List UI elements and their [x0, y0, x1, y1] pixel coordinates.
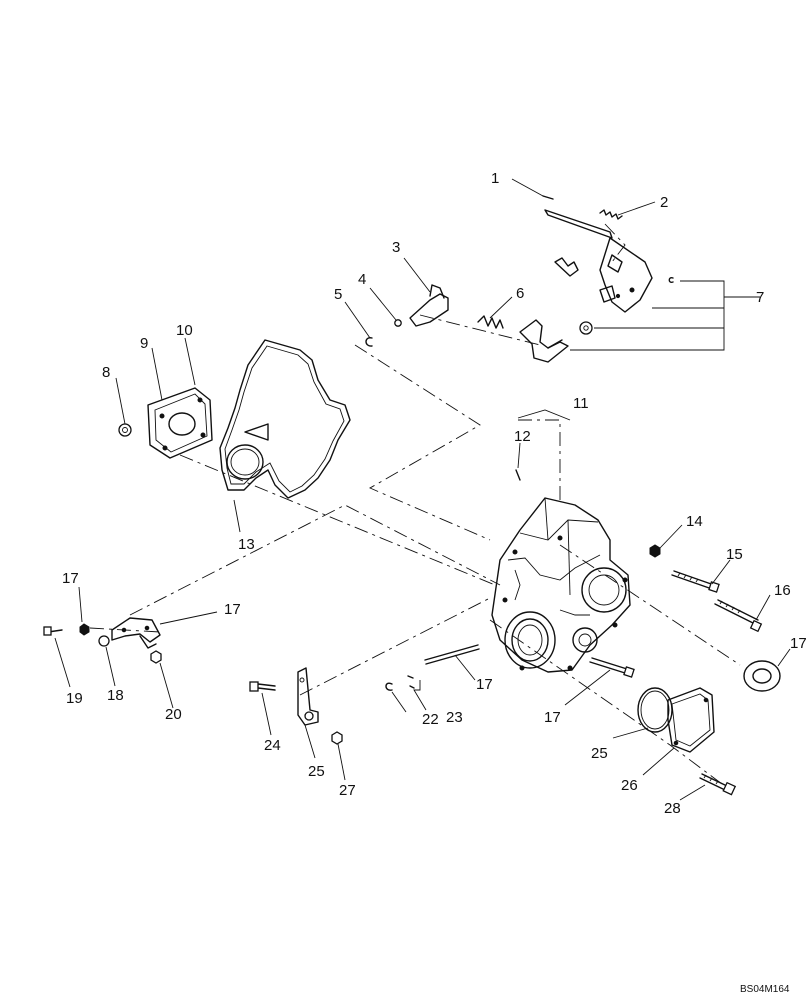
- callout-7: 4: [358, 271, 366, 288]
- timing-gear-housing: [491, 497, 631, 673]
- callout-12: 17: [476, 676, 493, 693]
- callout-27: 10: [176, 322, 193, 339]
- callout-4: 17: [790, 635, 807, 652]
- callout-labels: 1 2 3 4 5 6 7 8 9 10 11 12 13 14 15 16 1…: [62, 170, 807, 995]
- assembly-lines: [89, 223, 741, 791]
- leader-lines: [54, 178, 791, 801]
- callout-25-lower: 26: [621, 777, 638, 794]
- shaft-parts: [365, 284, 569, 363]
- callout-3: 13: [238, 536, 255, 553]
- callout-10: 2: [660, 194, 668, 211]
- callout-28: 28: [664, 800, 681, 817]
- callout-14: 22: [422, 711, 439, 728]
- callout-20: 19: [66, 690, 83, 707]
- callout-17-upper-right: 14: [686, 513, 703, 530]
- callout-17-left: 17: [62, 570, 79, 587]
- governor-lever-assembly: [542, 195, 674, 335]
- callout-25-upper: 9: [140, 335, 148, 352]
- callout-19: 18: [107, 687, 124, 704]
- callout-13: 23: [446, 709, 463, 726]
- upper-cover-plate: [118, 387, 213, 459]
- drawing-code: BS04M164: [740, 984, 790, 995]
- fasteners: [385, 469, 781, 796]
- callout-1: 11: [573, 395, 589, 412]
- callout-22: 15: [726, 546, 743, 563]
- callout-8: 5: [334, 286, 342, 303]
- left-bracket-parts: [43, 617, 162, 664]
- callout-17-lower: 27: [339, 782, 356, 799]
- callout-6: 3: [392, 239, 400, 256]
- timing-cover-gasket: [219, 339, 351, 499]
- callout-11: 1: [491, 170, 499, 187]
- callout-17-bracket: 20: [165, 706, 182, 723]
- callout-24: 17: [544, 709, 561, 726]
- callout-23: 16: [774, 582, 791, 599]
- callout-26: 25: [591, 745, 608, 762]
- callout-15: 25: [308, 763, 325, 780]
- callout-2: 12: [514, 428, 531, 445]
- callout-16: 24: [264, 737, 281, 754]
- callout-18: 17: [224, 601, 241, 618]
- lower-lever-parts: [249, 667, 343, 745]
- callout-5: 7: [756, 289, 764, 306]
- callout-29: 8: [102, 364, 110, 381]
- callout-9: 6: [516, 285, 524, 302]
